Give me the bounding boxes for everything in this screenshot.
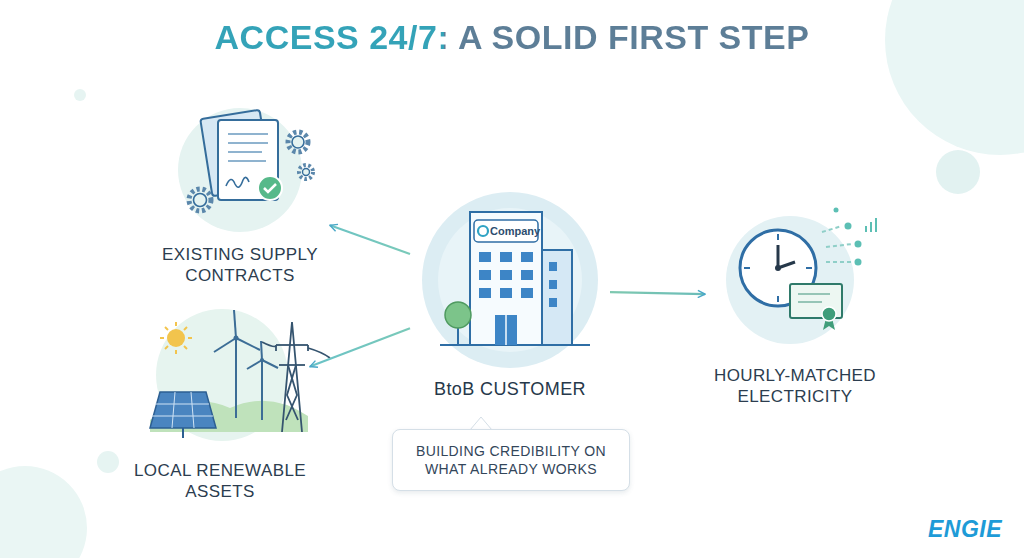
node-box: BtoB CUSTOMER	[410, 180, 610, 400]
node-label: BUILDING CREDIBILITY ON WHAT ALREADY WOR…	[405, 442, 617, 478]
deco-circle	[74, 89, 86, 101]
deco-circle	[97, 451, 119, 473]
callout-box: BUILDING CREDIBILITY ON WHAT ALREADY WOR…	[392, 429, 630, 491]
customer-building	[422, 192, 598, 368]
connector-arrow	[310, 328, 410, 366]
deco-circle	[885, 0, 1024, 155]
deco-circle	[936, 150, 980, 194]
node-box: HOURLY-MATCHED ELECTRICITY	[705, 185, 885, 407]
clock-certificate-icon	[726, 208, 876, 345]
deco-circle	[0, 466, 87, 558]
node-label: HOURLY-MATCHED ELECTRICITY	[705, 365, 885, 408]
title-bar: ACCESS 24/7: A SOLID FIRST STEP	[0, 18, 1024, 57]
connector-arrow	[330, 225, 410, 254]
connector-arrow	[610, 292, 705, 294]
node-label: LOCAL RENEWABLE ASSETS	[130, 460, 310, 503]
node-label: EXISTING SUPPLY CONTRACTS	[150, 244, 330, 287]
renewables-icon	[150, 309, 330, 441]
node-box: EXISTING SUPPLY CONTRACTS	[150, 100, 330, 286]
diagram-title: ACCESS 24/7: A SOLID FIRST STEP	[215, 18, 810, 57]
brand-logo: ENGIE	[928, 516, 1002, 543]
company-sign: Company	[490, 225, 540, 237]
contracts-icon	[178, 108, 313, 232]
node-label: BtoB CUSTOMER	[434, 378, 586, 401]
node-box: LOCAL RENEWABLE ASSETS	[130, 300, 310, 502]
